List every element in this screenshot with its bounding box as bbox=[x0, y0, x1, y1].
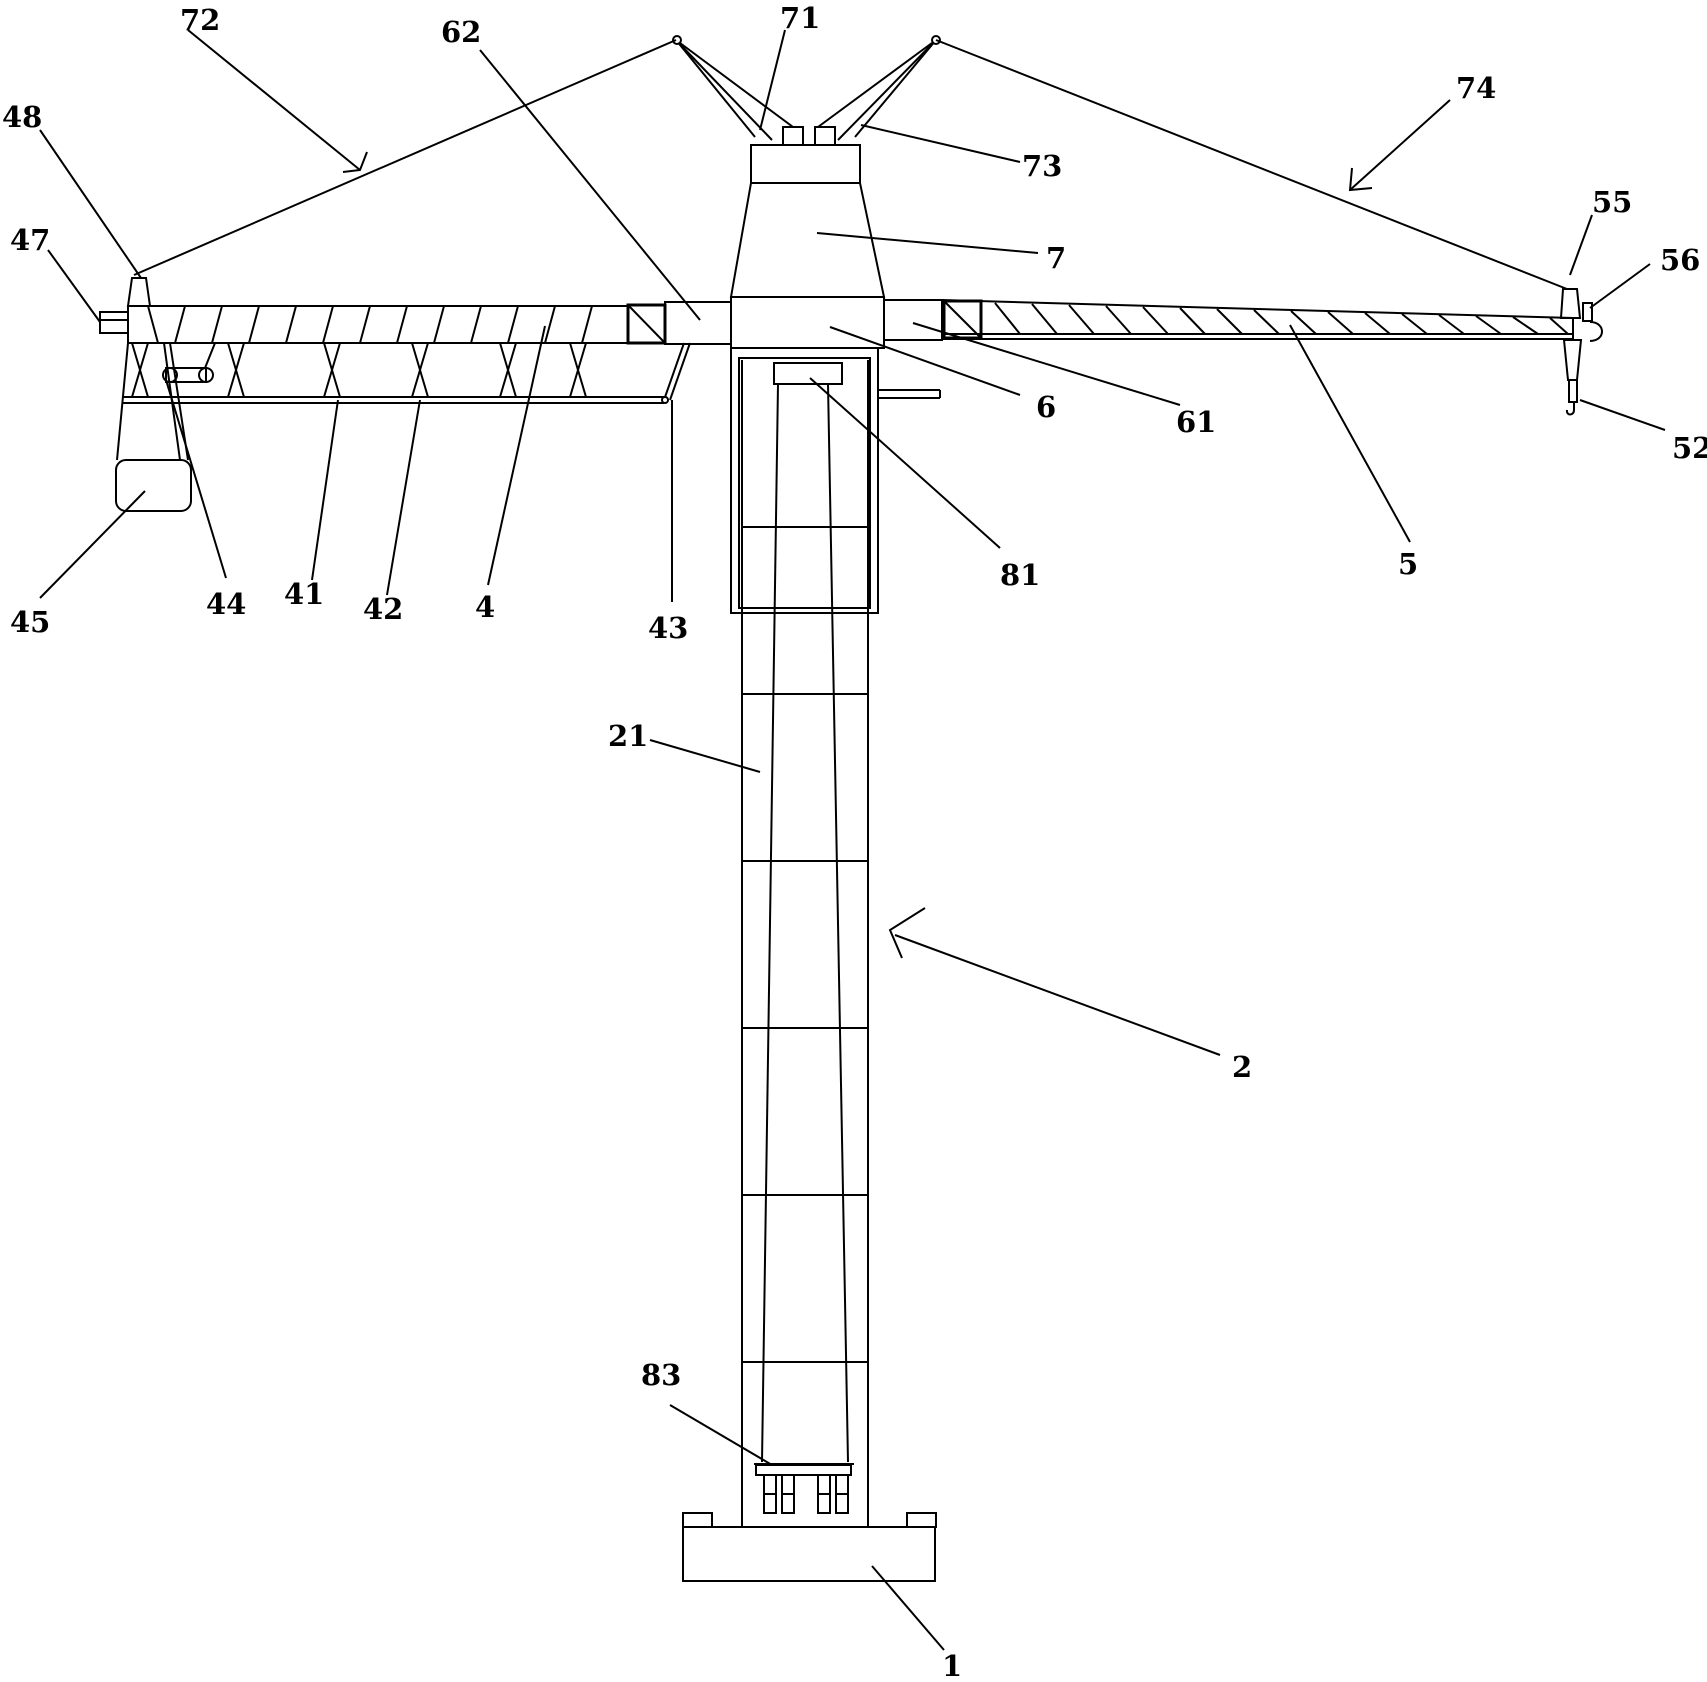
label-48: 48 bbox=[2, 100, 42, 134]
label-2: 2 bbox=[1232, 1050, 1252, 1084]
label-83: 83 bbox=[641, 1358, 681, 1392]
label-4: 4 bbox=[475, 590, 495, 624]
label-74: 74 bbox=[1456, 71, 1496, 105]
label-44: 44 bbox=[206, 587, 246, 621]
label-1: 1 bbox=[942, 1649, 962, 1682]
label-55: 55 bbox=[1592, 185, 1632, 219]
crane-base bbox=[683, 1513, 936, 1581]
label-21: 21 bbox=[608, 719, 648, 753]
tower-head bbox=[673, 36, 940, 297]
label-47: 47 bbox=[10, 223, 50, 257]
label-71: 71 bbox=[780, 1, 820, 35]
label-52: 52 bbox=[1672, 431, 1707, 465]
label-61: 61 bbox=[1176, 405, 1216, 439]
tie-rods bbox=[134, 40, 1567, 289]
label-6: 6 bbox=[1036, 390, 1056, 424]
label-62: 62 bbox=[441, 15, 481, 49]
label-73: 73 bbox=[1022, 149, 1062, 183]
label-81: 81 bbox=[1000, 558, 1040, 592]
lifting-device bbox=[754, 1464, 854, 1513]
label-7: 7 bbox=[1046, 241, 1066, 275]
slewing-section bbox=[665, 297, 942, 348]
label-45: 45 bbox=[10, 605, 50, 639]
label-5: 5 bbox=[1398, 547, 1418, 581]
climbing-frame bbox=[731, 348, 940, 613]
label-41: 41 bbox=[284, 577, 324, 611]
label-42: 42 bbox=[363, 592, 403, 626]
label-43: 43 bbox=[648, 611, 688, 645]
tower-mast bbox=[742, 360, 868, 1527]
label-72: 72 bbox=[180, 3, 220, 37]
leader-lines bbox=[40, 30, 1665, 1650]
label-56: 56 bbox=[1660, 243, 1700, 277]
